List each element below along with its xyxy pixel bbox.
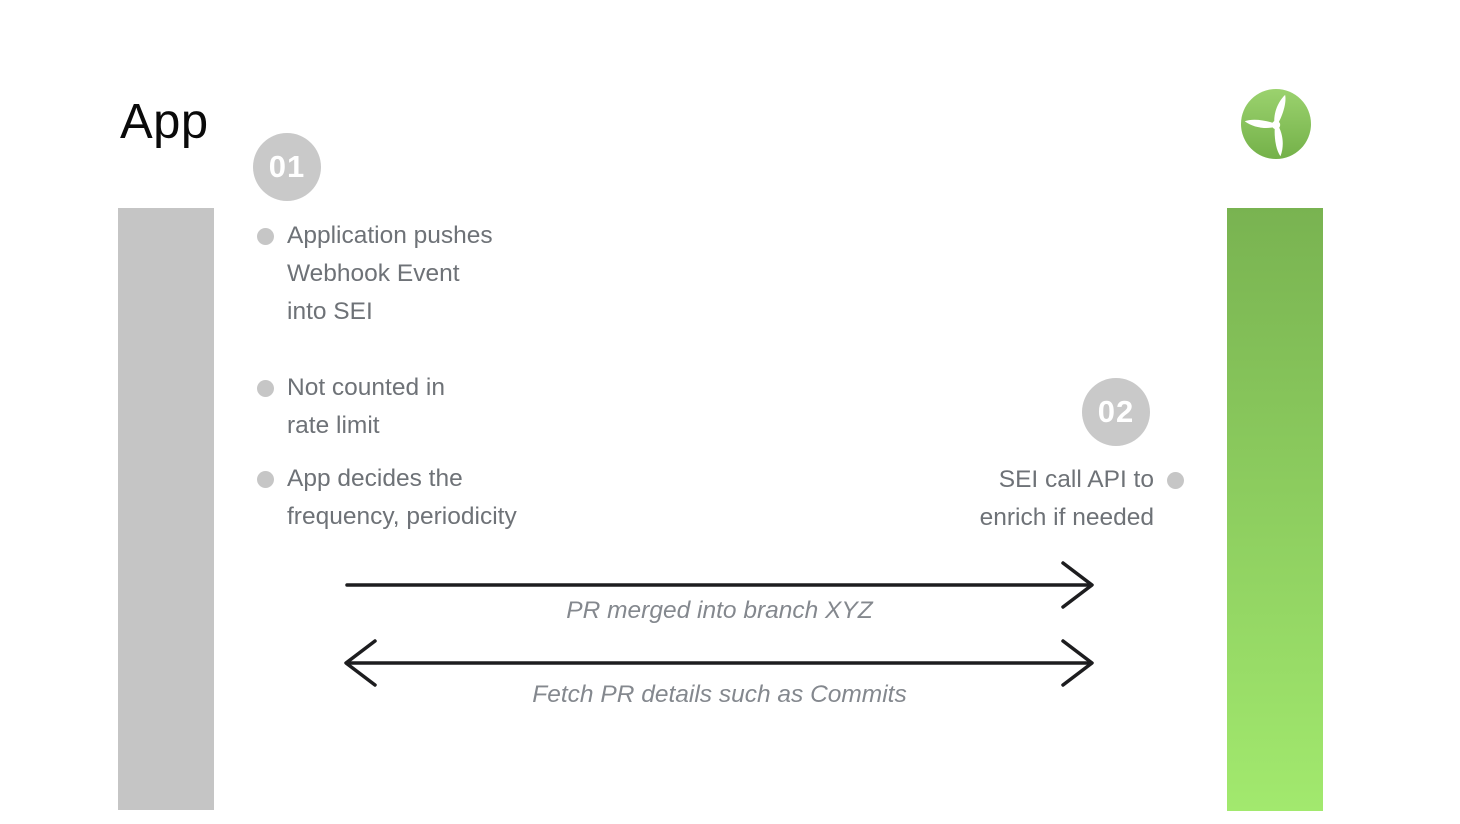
- step-number: 02: [1097, 394, 1135, 429]
- list-item: App decides the frequency, periodicity: [257, 460, 517, 536]
- list-item: Not counted in rate limit: [257, 369, 445, 445]
- bullet-dot-icon: [257, 228, 274, 245]
- list-item: Application pushes Webhook Event into SE…: [257, 217, 493, 331]
- bullet-dot-icon: [1167, 472, 1184, 489]
- page-title: App: [120, 95, 209, 149]
- step-badge-01: 01: [253, 133, 321, 201]
- note-text: App decides the frequency, periodicity: [287, 465, 517, 530]
- step-badge-02: 02: [1082, 378, 1150, 446]
- arrow-label: Fetch PR details such as Commits: [532, 681, 907, 708]
- sei-lane-bar: [1227, 208, 1323, 811]
- list-item: SEI call API to enrich if needed: [980, 461, 1184, 537]
- step-number: 01: [268, 149, 306, 184]
- note-text: Application pushes Webhook Event into SE…: [287, 222, 493, 325]
- arrow-double: [344, 639, 1094, 687]
- note-text: Not counted in rate limit: [287, 374, 445, 439]
- propeller-logo-svg: [1241, 89, 1311, 159]
- propeller-logo-icon: [1241, 89, 1311, 159]
- arrow-right: [345, 561, 1094, 609]
- app-lane-bar: [118, 208, 214, 810]
- arrow-label: PR merged into branch XYZ: [566, 597, 873, 624]
- bullet-dot-icon: [257, 471, 274, 488]
- flow-arrows: [344, 561, 1094, 687]
- note-text: SEI call API to enrich if needed: [979, 466, 1154, 531]
- bullet-dot-icon: [257, 380, 274, 397]
